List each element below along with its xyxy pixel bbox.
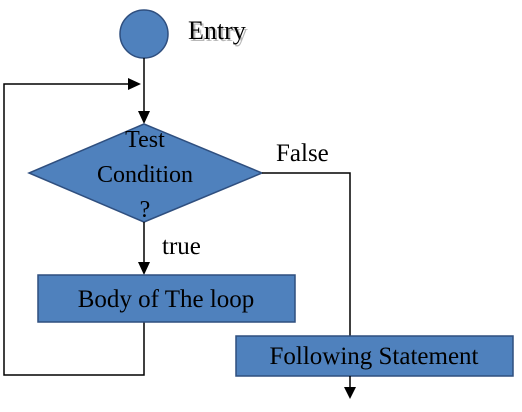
- arrowhead-loop-back: [128, 78, 141, 90]
- following-statement-label: Following Statement: [269, 343, 478, 370]
- connector-false-branch: [262, 172, 351, 336]
- arrowhead-exit: [344, 387, 356, 399]
- arrowhead-entry-to-decision: [138, 111, 150, 124]
- decision-label-line-3: ?: [140, 197, 151, 223]
- loop-body-label: Body of The loop: [78, 286, 255, 313]
- loop-body-node: [37, 274, 296, 323]
- following-statement-node: [235, 335, 514, 377]
- decision-label-line-1: Test: [125, 127, 165, 153]
- decision-label-line-2: Condition: [97, 162, 193, 188]
- connector-loop-back: [3, 83, 145, 376]
- false-label: False: [276, 140, 329, 167]
- entry-label: Entry: [188, 16, 246, 45]
- true-label: true: [162, 233, 201, 260]
- entry-label-shadow: Entry: [190, 18, 248, 47]
- entry-node: [119, 9, 169, 59]
- arrowhead-true-branch: [138, 262, 150, 275]
